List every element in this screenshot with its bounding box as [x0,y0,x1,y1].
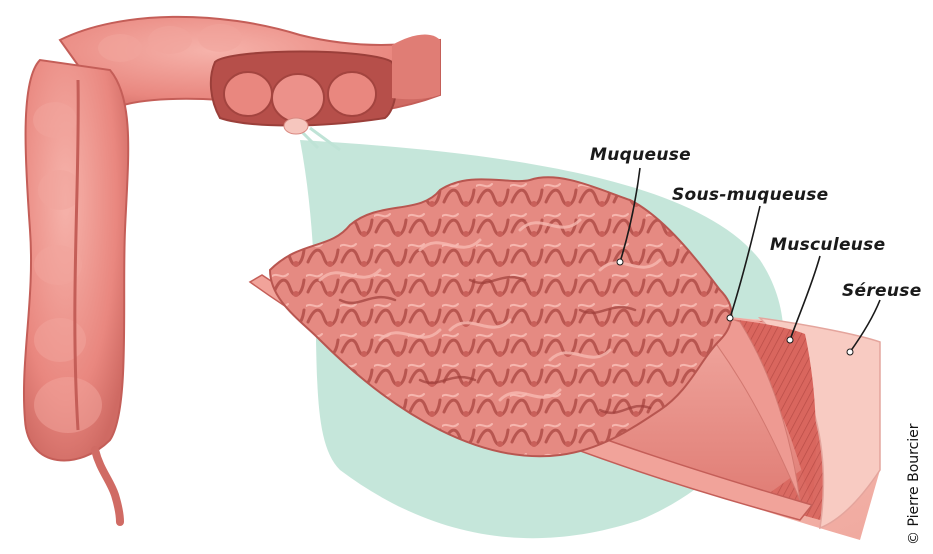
copyright-credit: © Pierre Bourcier [906,423,922,545]
label-submucosa: Sous-muqueuse [672,185,828,205]
label-mucosa: Muqueuse [590,145,691,165]
marker-mucosa [617,259,623,265]
marker-serosa [847,349,853,355]
marker-muscularis [787,337,793,343]
marker-submucosa [727,315,733,321]
label-serosa: Séreuse [842,281,922,301]
label-muscularis: Musculeuse [770,235,885,255]
